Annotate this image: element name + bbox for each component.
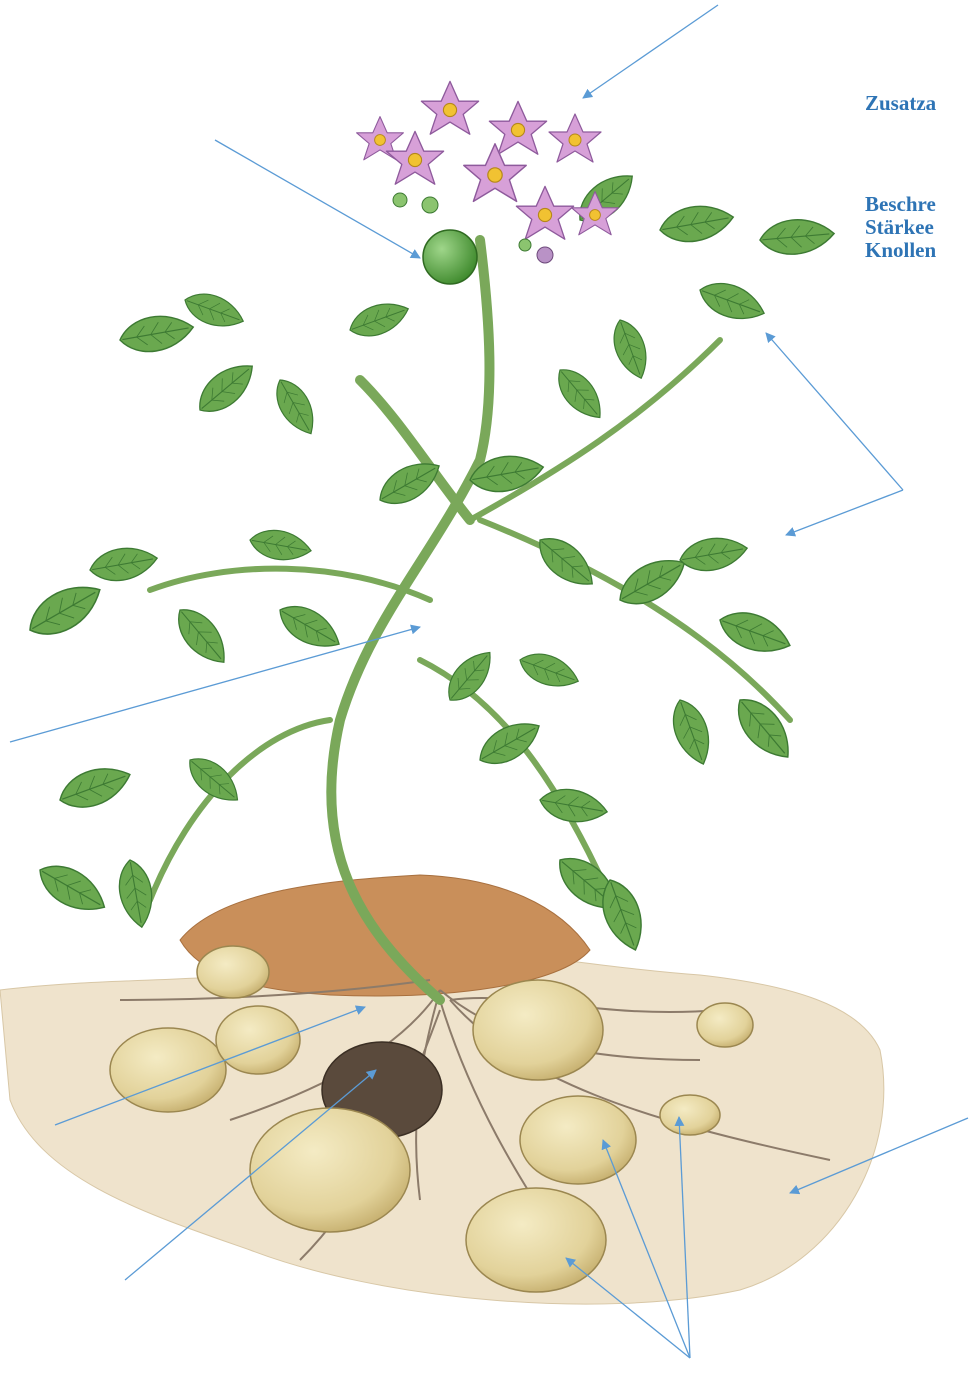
tuber [473,980,603,1080]
arrow-flower [583,5,718,98]
tuber [697,1003,753,1047]
leaves [21,164,836,956]
tuber [250,1108,410,1232]
tuber [466,1188,606,1292]
task-line: Knollen [865,239,936,262]
tuber [520,1096,636,1184]
task-title: Zusatza [865,92,936,115]
flowers [357,81,619,263]
task-line: Beschre [865,193,936,216]
arrow-leaf-upper [766,333,903,490]
tuber [216,1006,300,1074]
tuber [110,1028,226,1112]
berry-fruit [423,230,477,284]
arrow-leaf-lower [786,490,903,535]
task-description: Beschre Stärkee Knollen [865,193,936,262]
arrow-fruit [215,140,420,258]
tuber [197,946,269,998]
task-line: Stärkee [865,216,936,239]
tuber [660,1095,720,1135]
